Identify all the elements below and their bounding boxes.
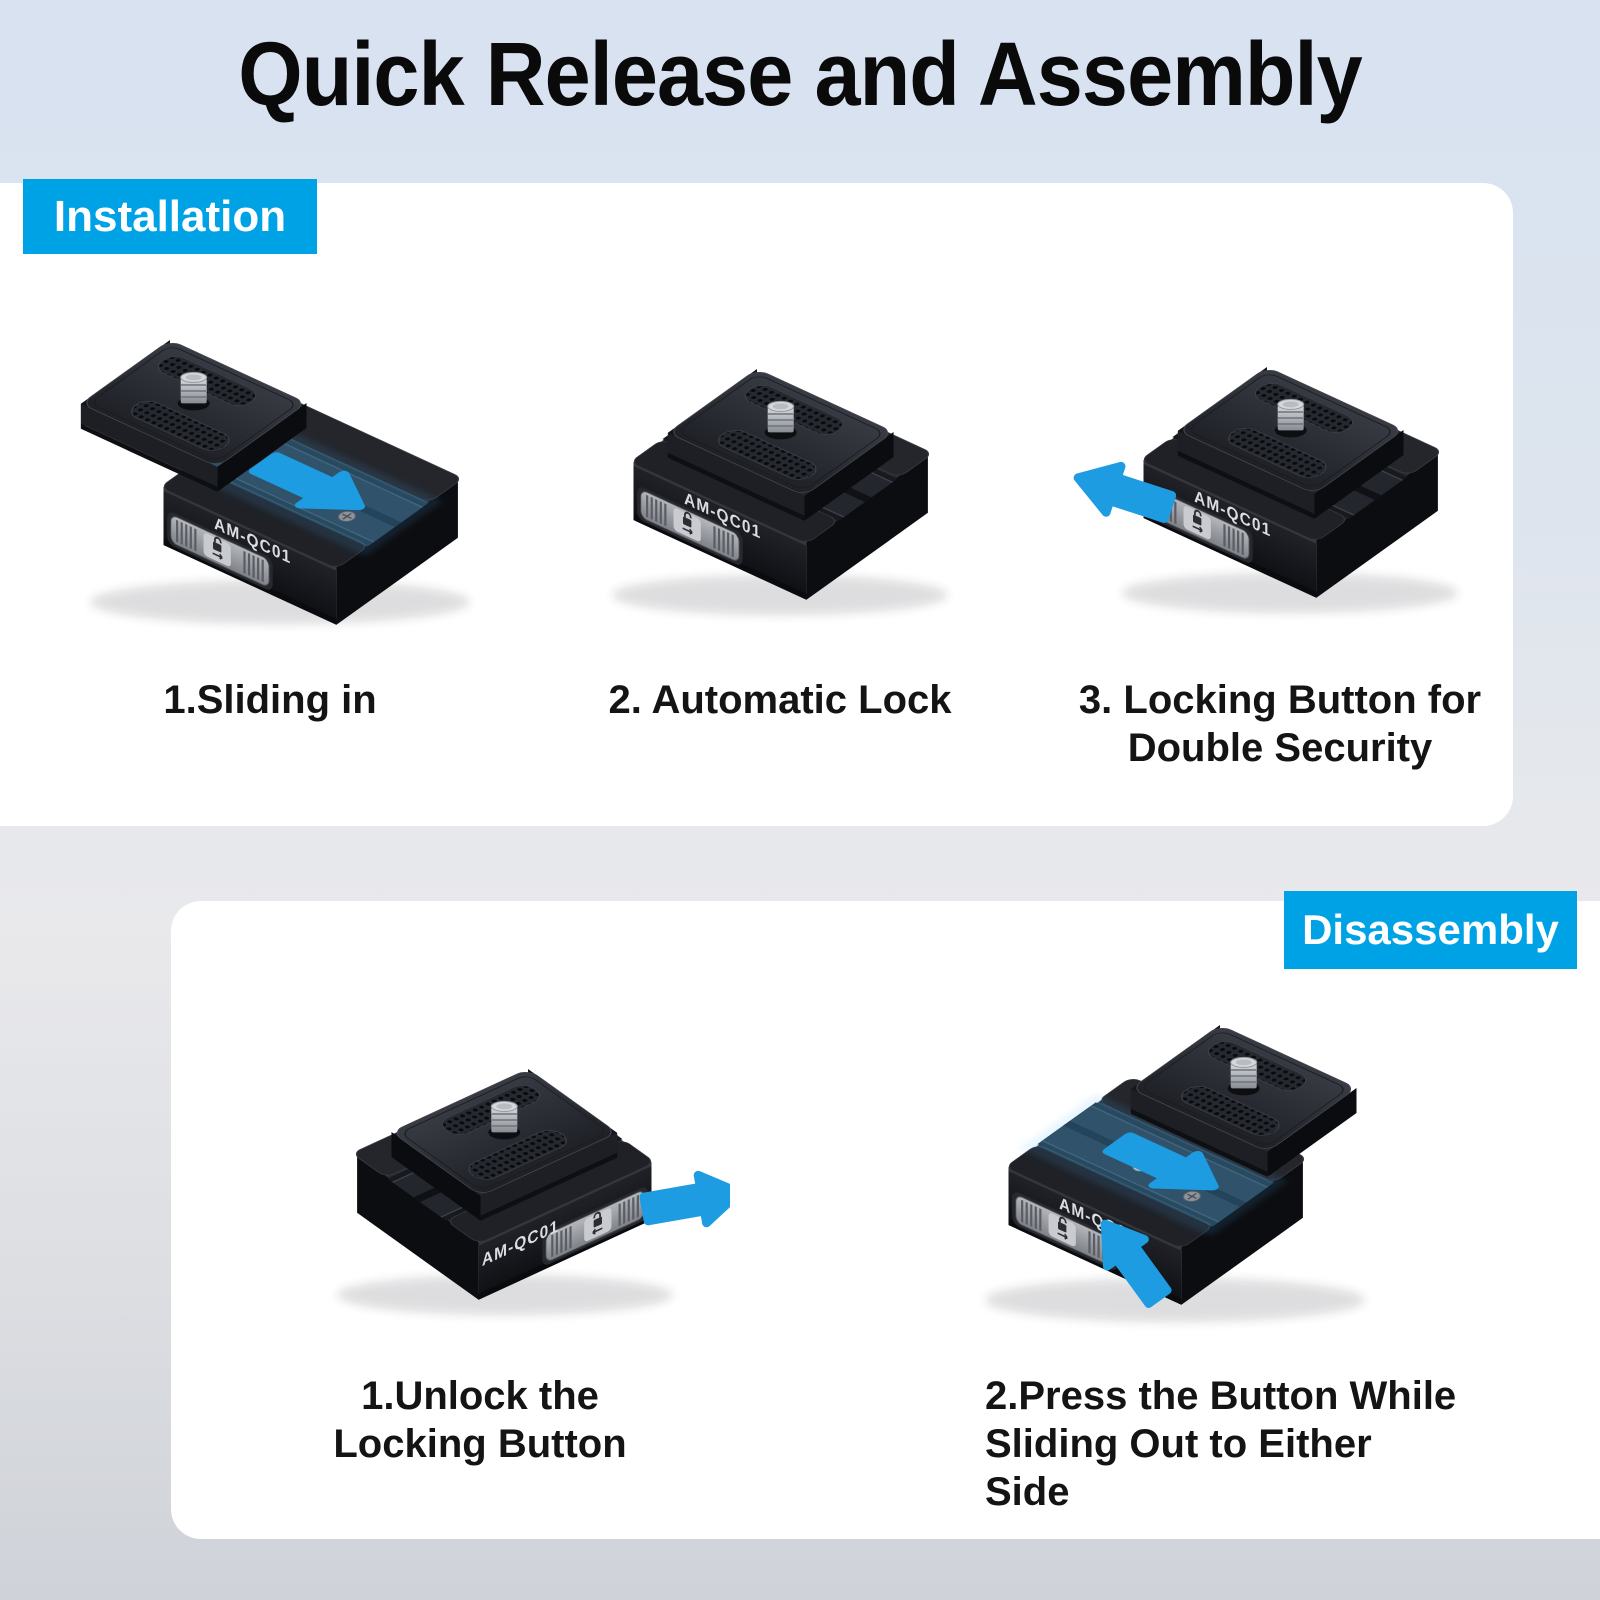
figure-step2-slide-out: AM-QC01 — [985, 1024, 1365, 1322]
figure-step1-unlock-button: AM-QC01 — [337, 1015, 730, 1315]
disassembly-badge: Disassembly — [1284, 891, 1577, 969]
figure-step2-automatic-lock: AM-QC01 — [612, 315, 948, 615]
figure-step1-sliding-in: AM-QC01 — [80, 339, 470, 650]
page-title: Quick Release and Assembly — [238, 25, 1362, 125]
caption-step1: 1.Sliding in — [163, 678, 377, 722]
installation-badge: Installation — [23, 179, 317, 254]
caption-step2: 2. Automatic Lock — [608, 678, 952, 722]
caption-step3: 3. Locking Button for Double Security — [1078, 678, 1482, 770]
caption-slide-out: 2.Press the Button While Sliding Out to … — [985, 1374, 1457, 1514]
figure-step3-locking-button: AM-QC01 — [1050, 315, 1458, 613]
caption-unlock: 1.Unlock the Locking Button — [333, 1374, 627, 1466]
